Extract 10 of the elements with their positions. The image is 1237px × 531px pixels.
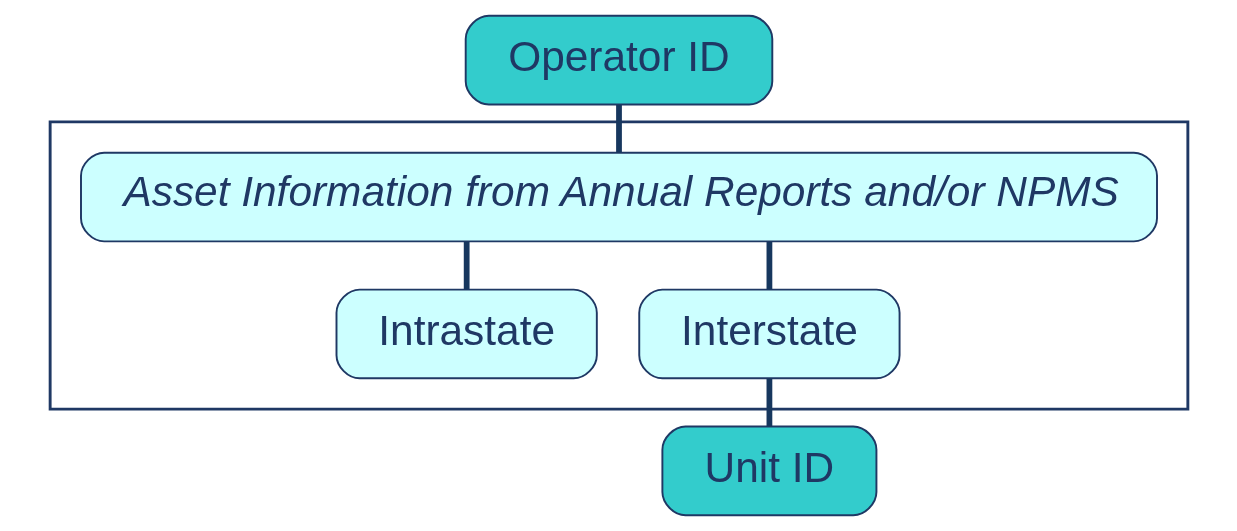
connector xyxy=(766,378,772,427)
connector xyxy=(766,241,772,290)
cluster xyxy=(48,120,1189,411)
node-box: Asset Information from Annual Reports and/or NPMS xyxy=(79,151,1158,243)
connector xyxy=(463,241,470,290)
node-box: Operator ID xyxy=(464,14,773,106)
connector xyxy=(615,104,622,153)
node-box: Intrastate xyxy=(335,288,598,380)
node-box: Unit ID xyxy=(660,425,877,517)
node-box: Interstate xyxy=(637,288,901,380)
